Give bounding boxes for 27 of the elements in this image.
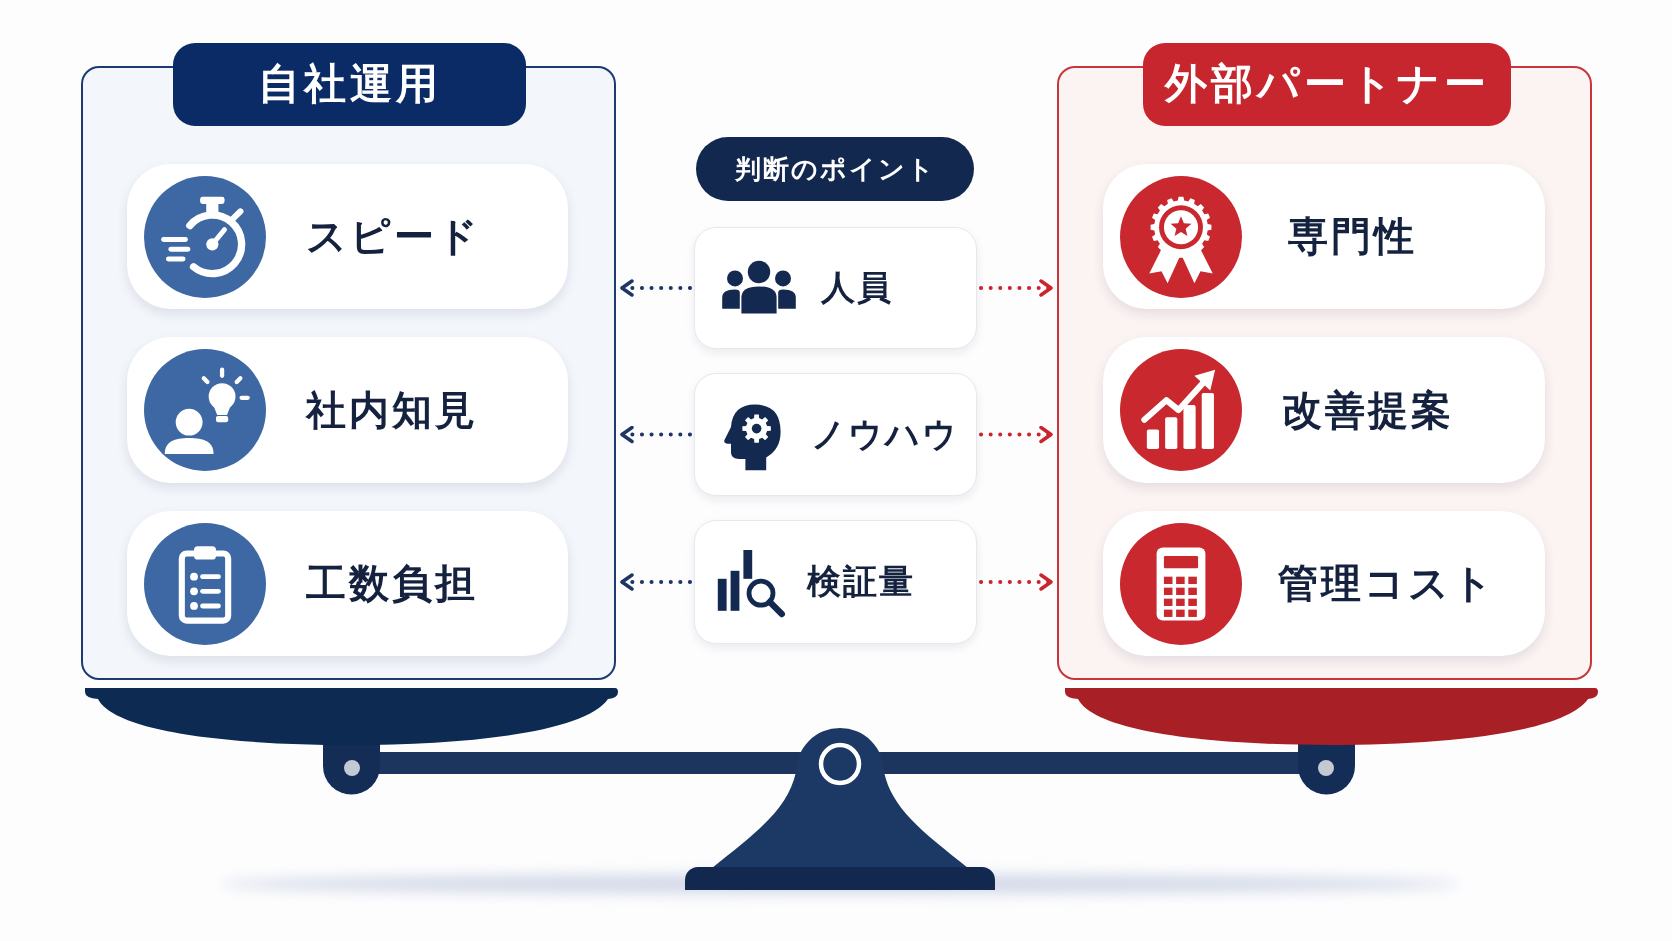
criterion-label: ノウハウ [811,412,959,456]
factor-card [127,511,568,656]
panel-heading: 自社運用 [173,42,526,126]
factor-card [127,337,568,483]
factor-label: 管理コスト [1278,559,1496,608]
factor-card [1103,164,1545,309]
factor-card [1103,337,1545,483]
factor-label: 専門性 [1288,212,1417,261]
dotted-arrow [620,573,692,591]
factor-label: 工数負担 [306,559,478,608]
panel-heading: 外部パートナー [1143,42,1511,126]
factor-label: 社内知見 [306,385,478,435]
criterion-label: 検証量 [807,560,915,603]
dotted-arrow [979,425,1053,444]
factor-card [127,164,568,309]
criterion-card [694,520,977,644]
dotted-arrow [979,573,1053,591]
dotted-arrow [979,279,1053,297]
dotted-arrow [620,279,692,297]
factor-card [1103,511,1545,656]
criterion-card [694,373,977,496]
criterion-label: 人員 [821,266,893,309]
section-title: 判断のポイント [734,152,936,186]
factor-label: スピード [306,212,481,261]
criterion-card [694,227,977,349]
factor-label: 改善提案 [1282,385,1454,435]
dotted-arrow [620,425,692,444]
